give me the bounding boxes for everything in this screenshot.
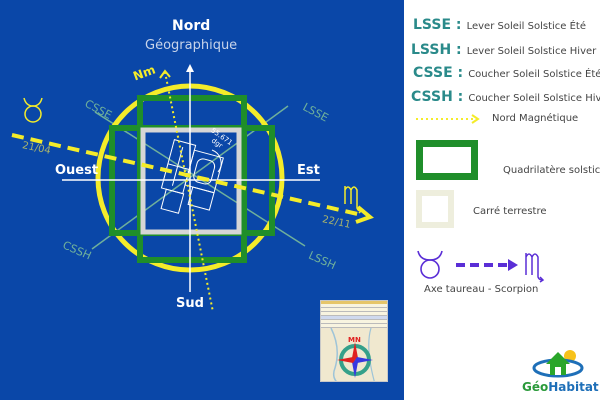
north-label: Nord bbox=[172, 18, 211, 34]
quadrilateral-legend-label: Quadrilatère solsticial bbox=[503, 165, 600, 176]
magnetic-north-legend-icon bbox=[416, 114, 480, 124]
axis-legend-label: Axe taureau - Scorpion bbox=[424, 284, 539, 295]
taurus-legend-icon bbox=[417, 250, 443, 279]
square-legend-swatch bbox=[416, 190, 454, 228]
logo-text-geo: Géo bbox=[522, 380, 549, 394]
solstice-quadrilateral-vertical bbox=[137, 95, 247, 263]
taurus-icon bbox=[23, 97, 43, 123]
geographic-label: Géographique bbox=[145, 38, 238, 53]
axis-legend-icon bbox=[417, 250, 545, 283]
legend-item-lssh: LSSH : Lever Soleil Solstice Hiver bbox=[411, 39, 596, 58]
legend-desc: Coucher Soleil Solstice Été bbox=[468, 69, 600, 80]
magnetic-north-line bbox=[164, 71, 214, 313]
legend-key: LSSH : bbox=[411, 42, 462, 58]
quadrilateral-legend-swatch bbox=[416, 140, 478, 180]
axis-arrowhead-icon bbox=[355, 205, 374, 224]
legend-desc: Coucher Soleil Solstice Hiver bbox=[468, 93, 600, 104]
east-label: Est bbox=[297, 163, 320, 178]
legend-key: LSSE : bbox=[413, 17, 462, 33]
legend-item-cssh: CSSH : Coucher Soleil Solstice Hiver bbox=[411, 86, 600, 105]
south-label: Sud bbox=[176, 296, 204, 311]
svg-text:MN: MN bbox=[348, 336, 361, 344]
inset-compass-map: MN bbox=[330, 327, 375, 381]
west-label: Ouest bbox=[55, 163, 99, 178]
magnetic-north-legend-label: Nord Magnétique bbox=[492, 113, 579, 124]
logo-house-icon bbox=[532, 350, 584, 378]
legend-item-csse: CSSE : Coucher Soleil Solstice Été bbox=[413, 62, 600, 81]
scorpio-legend-icon bbox=[525, 253, 545, 283]
angle-arc bbox=[211, 149, 222, 173]
orientation-diagram: Nord Géographique Ouest Est Sud Nm CSSE … bbox=[0, 0, 404, 400]
legend-panel: LSSE : Lever Soleil Solstice Été LSSH : … bbox=[404, 0, 600, 400]
north-arrow-icon bbox=[186, 64, 194, 72]
logo-text-habitat: Habitat bbox=[548, 380, 599, 394]
geohabitat-logo: GéoHabitat bbox=[522, 348, 599, 396]
taurus-scorpio-axis bbox=[11, 133, 363, 217]
magnetic-north-arrow-icon bbox=[159, 69, 171, 79]
square-legend-label: Carré terrestre bbox=[473, 206, 547, 217]
scorpio-icon bbox=[344, 186, 363, 214]
legend-item-lsse: LSSE : Lever Soleil Solstice Été bbox=[413, 14, 586, 33]
legend-key: CSSE : bbox=[413, 65, 464, 81]
earth-square bbox=[140, 127, 242, 235]
diagram-canvas bbox=[11, 64, 374, 313]
legend-desc: Lever Soleil Solstice Été bbox=[466, 21, 587, 32]
legend-key: CSSH : bbox=[411, 89, 464, 105]
magnetic-declination-inset: MN bbox=[320, 300, 388, 382]
legend-desc: Lever Soleil Solstice Hiver bbox=[466, 46, 597, 57]
